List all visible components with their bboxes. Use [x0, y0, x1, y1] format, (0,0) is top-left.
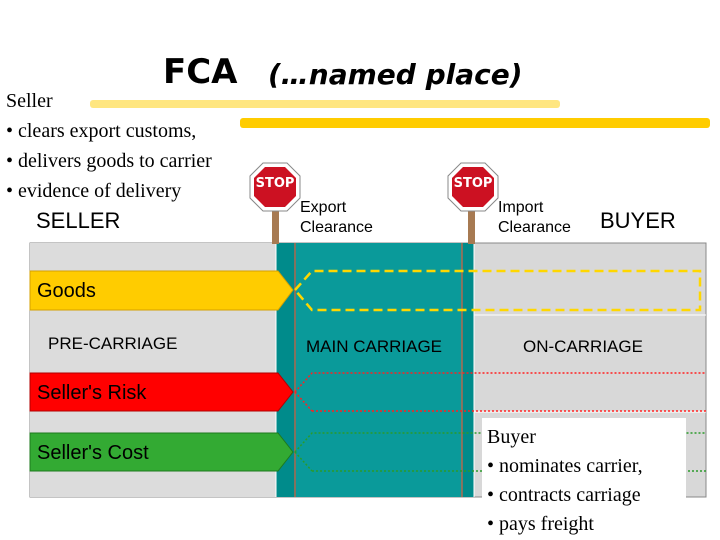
stop-text-right: STOP [453, 176, 493, 191]
buyer-box [482, 418, 686, 540]
goods-dashed-path [293, 269, 702, 312]
import-clearance-line-1: Import [498, 199, 544, 216]
seller-bullet-3: • evidence of delivery [6, 180, 182, 202]
buyer-bullet-2: • contracts carriage [487, 484, 641, 506]
decor-stroke-right [240, 118, 710, 128]
cost-arrow [29, 432, 294, 472]
sellers-cost-label: Seller's Cost [37, 442, 149, 464]
export-clearance-line-1: Export [300, 199, 347, 216]
buyer-bullet-3: • pays freight [487, 513, 594, 535]
seller-heading: Seller [6, 90, 53, 112]
pre-carriage-label: PRE-CARRIAGE [48, 334, 178, 353]
main-carriage-inner-shade [296, 243, 462, 497]
seller-bullet-1: • clears export customs, [6, 120, 197, 142]
on-carriage-label: ON-CARRIAGE [523, 337, 643, 356]
buyer-label: BUYER [600, 208, 676, 233]
page-subtitle: (…named place) [268, 58, 523, 91]
stop-sign-left [249, 162, 301, 212]
decor-stroke-top [90, 100, 560, 108]
goods-arrow [29, 270, 294, 311]
goods-label: Goods [37, 280, 96, 302]
main-carriage-label: MAIN CARRIAGE [306, 337, 443, 356]
import-clearance-line-2: Clearance [498, 219, 571, 236]
stop-post-right [468, 198, 475, 244]
export-clearance-label: Export Clearance [300, 198, 373, 238]
risk-dotted-path [294, 372, 706, 412]
stop-sign-right [447, 162, 499, 212]
stop-text-left: STOP [255, 176, 295, 191]
seller-label: SELLER [36, 208, 121, 233]
buyer-bullet-1: • nominates carrier, [487, 455, 643, 477]
seller-bullet-2: • delivers goods to carrier [6, 150, 212, 172]
buyer-heading: Buyer [487, 426, 536, 448]
stop-post-left [272, 198, 279, 244]
risk-arrow [29, 372, 294, 412]
page-title: FCA [163, 52, 238, 92]
import-clearance-label: Import Clearance [498, 198, 571, 238]
export-clearance-line-2: Clearance [300, 219, 373, 236]
sellers-risk-label: Seller's Risk [37, 382, 147, 404]
